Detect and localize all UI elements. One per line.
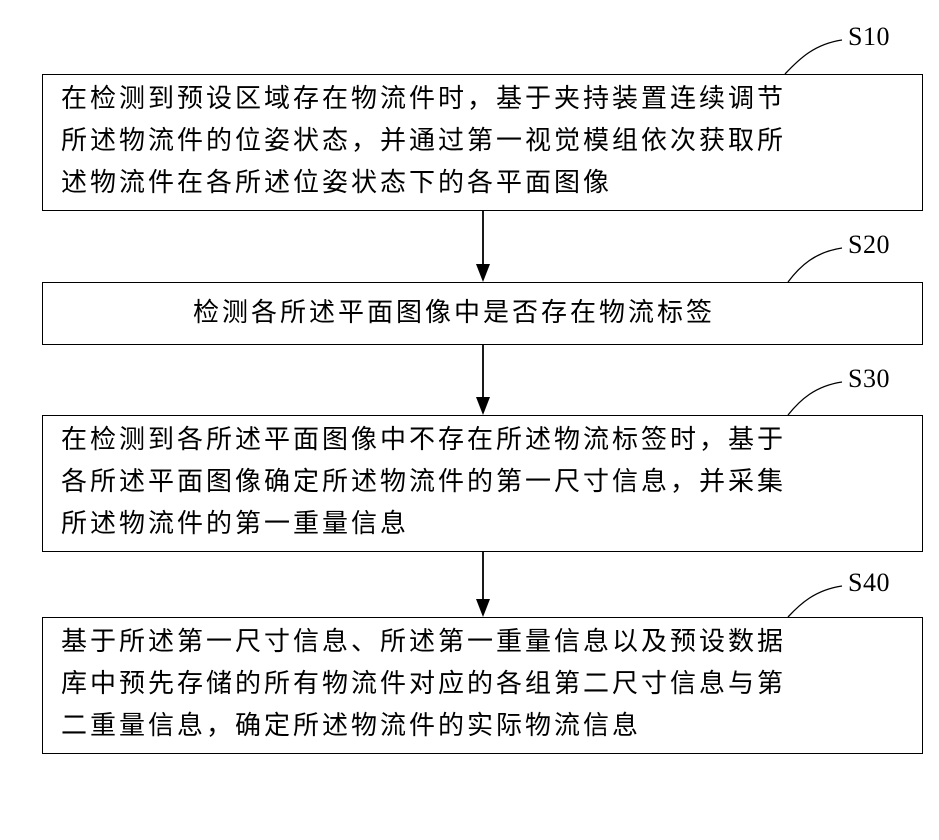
- leader-line-s20: [788, 248, 842, 282]
- arrow-s30-to-s40-head: [476, 599, 490, 617]
- arrow-s20-to-s30-head: [476, 397, 490, 415]
- leader-line-s40: [788, 586, 842, 617]
- leader-line-s30: [788, 382, 842, 415]
- arrow-s10-to-s20-head: [476, 264, 490, 282]
- leader-line-s10: [785, 40, 842, 74]
